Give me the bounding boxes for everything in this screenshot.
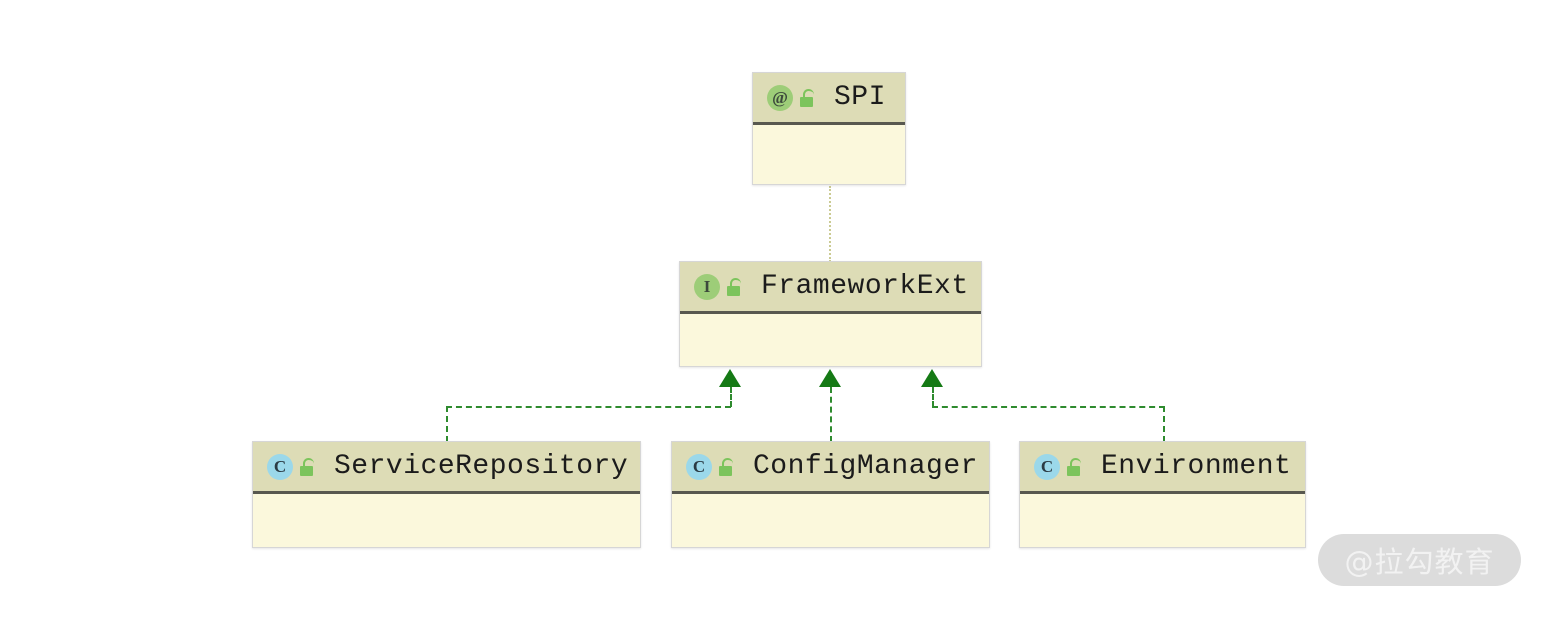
class-icon: C [686,453,712,480]
arrowhead-environment [921,369,943,387]
uml-node-configmanager-body [672,494,989,546]
unlock-icon [1067,457,1083,476]
unlock-icon [727,277,743,296]
uml-node-spi-body [753,125,905,183]
uml-node-servicerepository-body [253,494,640,546]
arrowhead-servicerepository [719,369,741,387]
edge-servicerepository-vertical-lower [446,406,448,442]
class-icon: C [1034,453,1060,480]
edge-spi-to-frameworkext [829,186,831,262]
uml-node-frameworkext-title: FrameworkExt [761,271,969,302]
watermark: @拉勾教育 [1318,534,1521,586]
edge-configmanager-vertical [830,387,832,442]
uml-node-servicerepository[interactable]: C ServiceRepository [252,441,641,548]
edge-servicerepository-vertical-upper [730,387,732,407]
uml-node-spi-title: SPI [834,82,886,113]
edge-environment-vertical-upper [932,387,934,407]
uml-node-configmanager-title: ConfigManager [753,451,978,482]
uml-node-environment-body [1020,494,1305,546]
uml-node-configmanager[interactable]: C ConfigManager [671,441,990,548]
uml-node-frameworkext-body [680,314,981,365]
uml-node-configmanager-header: C ConfigManager [672,442,989,494]
uml-node-spi[interactable]: @ SPI [752,72,906,185]
uml-node-environment-title: Environment [1101,451,1292,482]
edge-environment-vertical-lower [1163,406,1165,442]
unlock-icon [719,457,735,476]
uml-node-frameworkext[interactable]: I FrameworkExt [679,261,982,367]
uml-node-frameworkext-header: I FrameworkExt [680,262,981,314]
arrowhead-configmanager [819,369,841,387]
class-icon: C [267,453,293,480]
edge-environment-horizontal [932,406,1165,408]
annotation-icon: @ [767,84,793,111]
uml-node-servicerepository-title: ServiceRepository [334,451,629,482]
uml-node-spi-header: @ SPI [753,73,905,125]
uml-node-environment-header: C Environment [1020,442,1305,494]
unlock-icon [300,457,316,476]
unlock-icon [800,88,816,107]
interface-icon: I [694,273,720,300]
edge-servicerepository-horizontal [446,406,731,408]
uml-node-servicerepository-header: C ServiceRepository [253,442,640,494]
uml-node-environment[interactable]: C Environment [1019,441,1306,548]
